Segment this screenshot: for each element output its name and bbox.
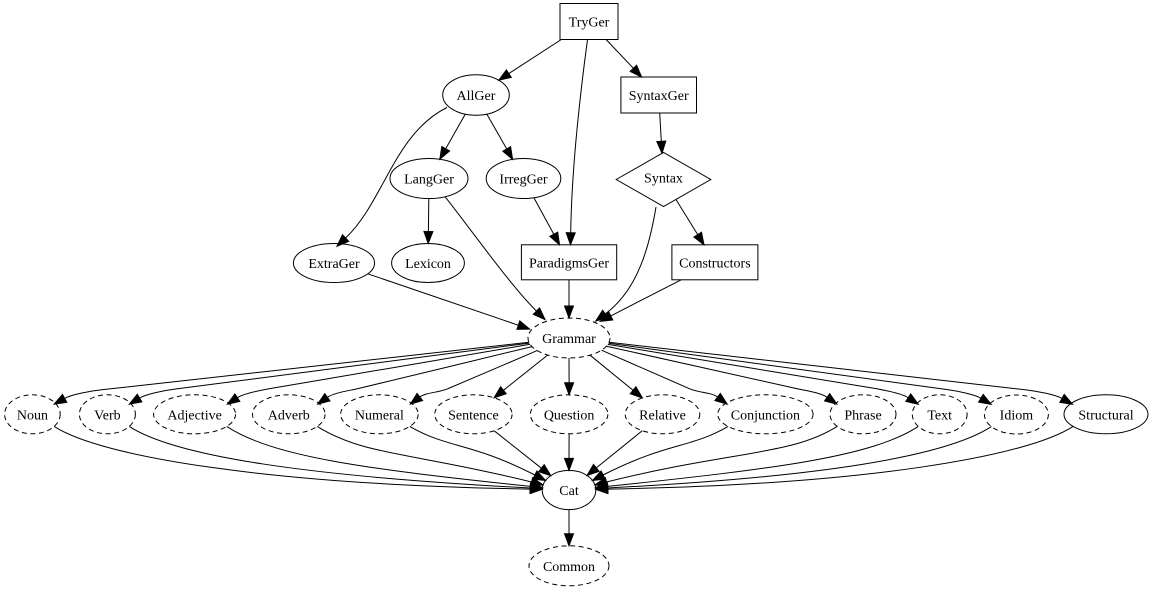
svg-text:Verb: Verb xyxy=(94,408,120,423)
svg-text:LangGer: LangGer xyxy=(404,173,454,188)
svg-text:Structural: Structural xyxy=(1078,408,1133,423)
svg-text:ParadigmsGer: ParadigmsGer xyxy=(529,256,609,271)
svg-text:Question: Question xyxy=(544,408,595,423)
svg-text:Lexicon: Lexicon xyxy=(405,257,451,272)
svg-text:Numeral: Numeral xyxy=(355,408,404,423)
svg-text:Idiom: Idiom xyxy=(1000,409,1034,424)
svg-text:TryGer: TryGer xyxy=(569,16,610,31)
svg-text:Sentence: Sentence xyxy=(448,408,499,423)
svg-text:IrregGer: IrregGer xyxy=(499,173,548,188)
svg-text:Phrase: Phrase xyxy=(844,408,881,423)
svg-text:Common: Common xyxy=(543,560,595,575)
svg-text:ExtraGer: ExtraGer xyxy=(308,257,360,272)
svg-text:Relative: Relative xyxy=(639,408,686,423)
svg-text:Grammar: Grammar xyxy=(542,332,596,347)
svg-text:SyntaxGer: SyntaxGer xyxy=(629,89,689,104)
svg-text:Adverb: Adverb xyxy=(268,408,310,423)
svg-text:Conjunction: Conjunction xyxy=(731,408,800,423)
svg-text:Text: Text xyxy=(927,408,952,423)
svg-text:Noun: Noun xyxy=(17,408,48,423)
svg-text:Syntax: Syntax xyxy=(644,172,683,187)
svg-text:Cat: Cat xyxy=(559,484,579,499)
svg-text:Adjective: Adjective xyxy=(167,408,221,423)
svg-text:AllGer: AllGer xyxy=(457,89,496,104)
svg-text:Constructors: Constructors xyxy=(679,256,751,271)
